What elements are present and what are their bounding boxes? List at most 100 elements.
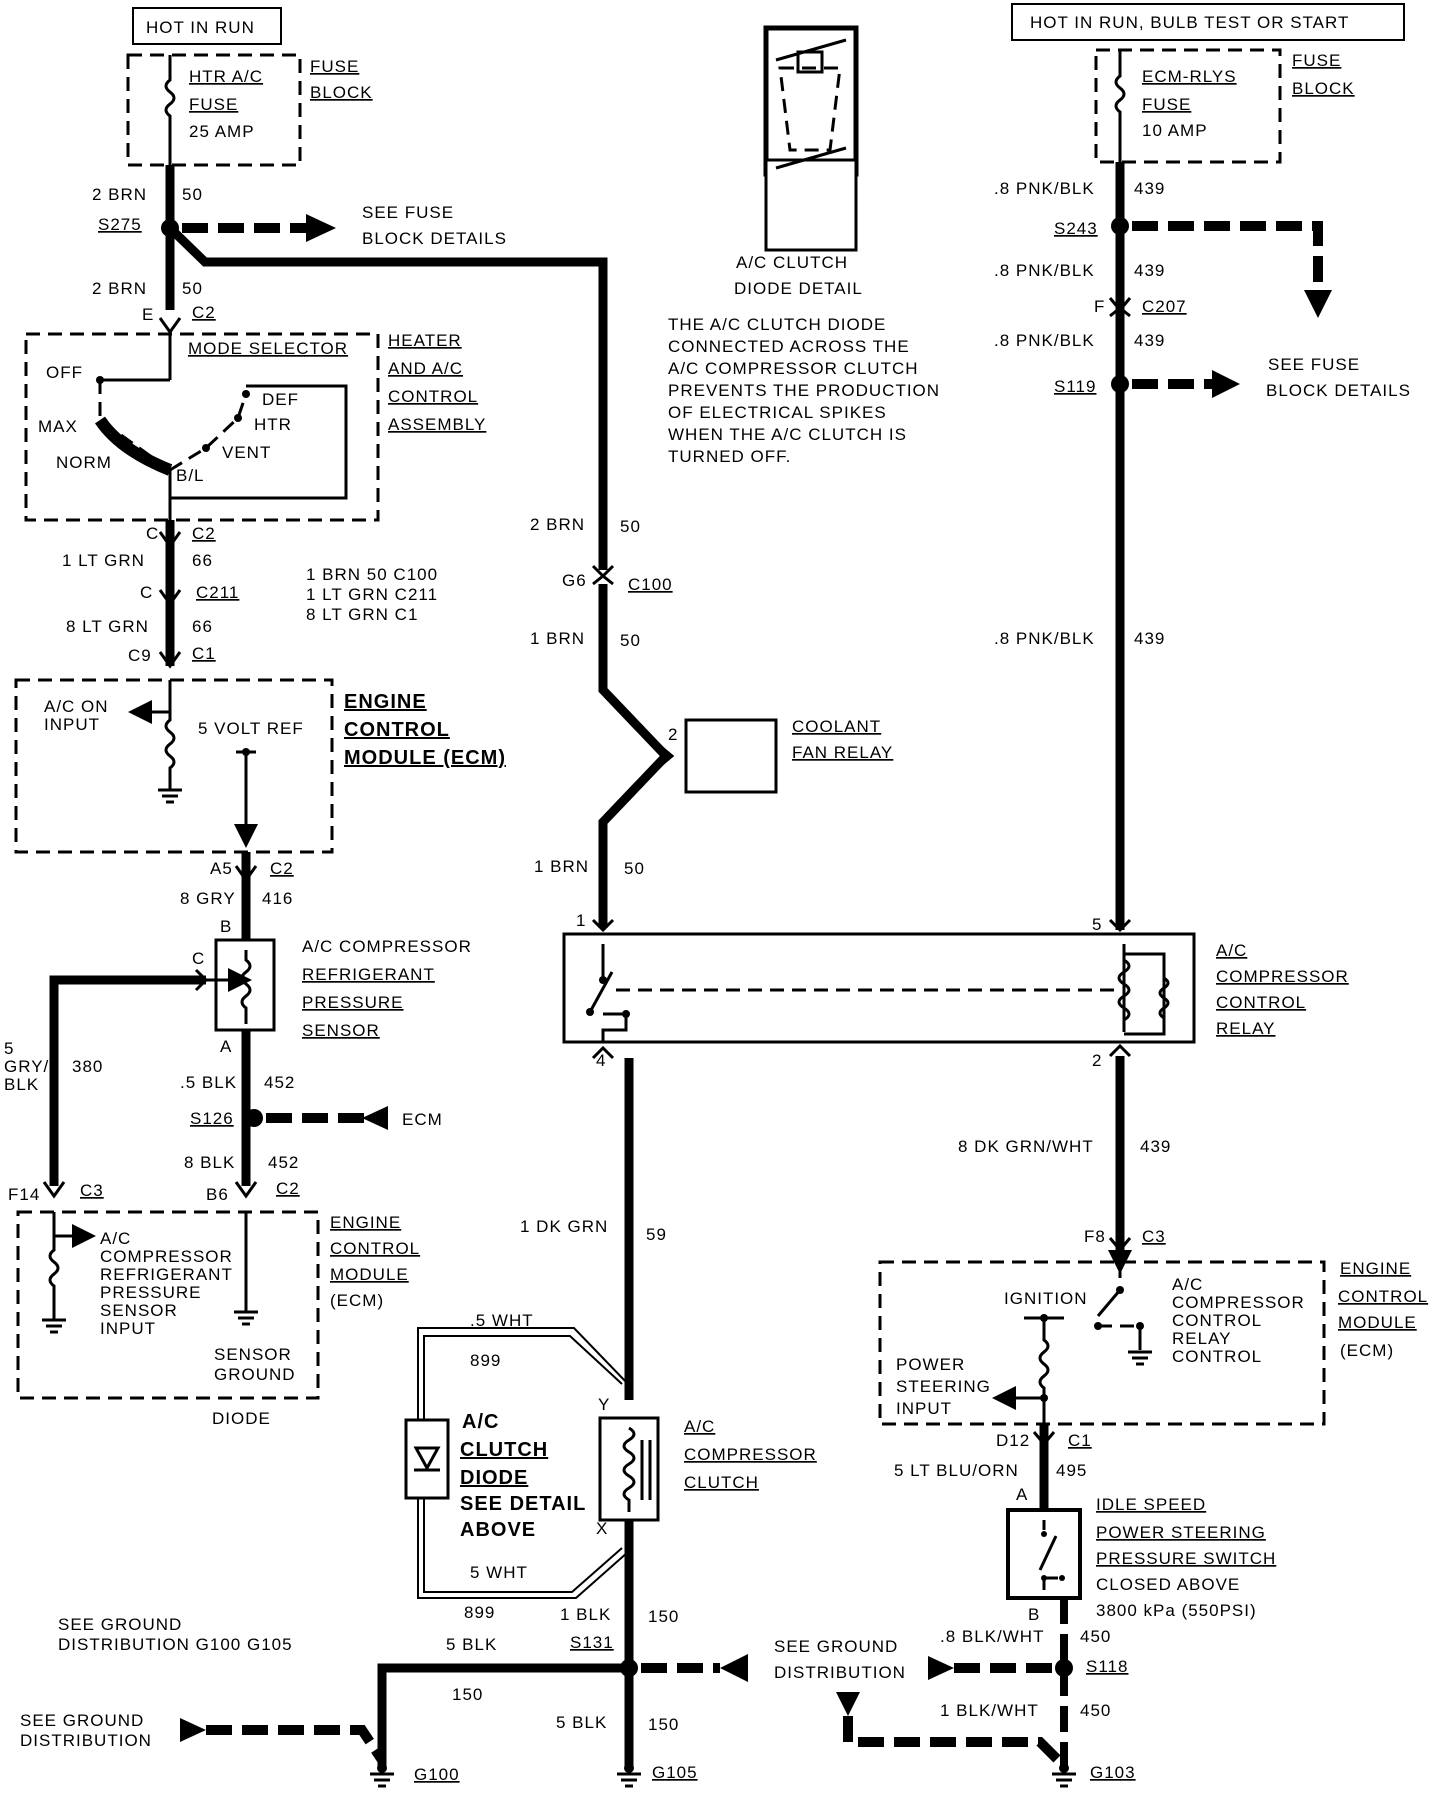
wire-num: 452 — [268, 1153, 299, 1172]
wire-label: 5 BLK — [446, 1635, 497, 1654]
conn-c100: C100 — [628, 575, 673, 594]
note-1: THE A/C CLUTCH DIODE — [668, 315, 886, 334]
wire-label: BLK — [4, 1075, 39, 1094]
wire-num: 50 — [620, 631, 641, 650]
wire-label: 1 BLK/WHT — [940, 1701, 1039, 1720]
ecm-title-2: CONTROL — [344, 719, 450, 741]
pos-def: DEF — [262, 390, 299, 409]
rc-4: RELAY — [1172, 1329, 1232, 1348]
wire-label: 8 DK GRN/WHT — [958, 1137, 1094, 1156]
five-volt-ref: 5 VOLT REF — [198, 719, 304, 738]
htr-fuse-line3: 25 AMP — [189, 122, 255, 141]
pin-4: 4 — [596, 1051, 606, 1070]
heater-label-4: ASSEMBLY — [388, 415, 486, 434]
wire-num: 59 — [646, 1225, 667, 1244]
conn-c3r: C3 — [1142, 1227, 1166, 1246]
wire-label: 8 GRY — [180, 889, 236, 908]
ground-icon — [1128, 1350, 1152, 1366]
connector-note-3: 8 LT GRN C1 — [306, 605, 418, 624]
arrow-icon — [362, 1106, 388, 1130]
conn-f: F — [1094, 297, 1105, 316]
rc-1: A/C — [1172, 1275, 1203, 1294]
fuse-block-r-1: FUSE — [1292, 51, 1341, 70]
fuse-icon — [164, 55, 176, 165]
ecm-title-3: MODULE (ECM) — [344, 747, 506, 769]
ground-icon — [1052, 1772, 1076, 1788]
ecm-fuse-3: 10 AMP — [1142, 121, 1208, 140]
ps-input-2: STEERING — [896, 1377, 991, 1396]
ecm-box-upper: A/C ON INPUT 5 VOLT REF ENGINE CONTROL M… — [14, 678, 506, 854]
sgd-left-2: DISTRIBUTION — [20, 1731, 152, 1750]
sensor-ground-1: SENSOR — [214, 1345, 292, 1364]
clutch-diode: A/C CLUTCH DIODE SEE DETAIL ABOVE — [404, 1411, 585, 1541]
conn-c2: C2 — [192, 303, 216, 322]
ac-on-input-1: A/C ON — [44, 697, 109, 716]
cc-2: COMPRESSOR — [684, 1445, 817, 1464]
ecm2-1: ENGINE — [330, 1213, 401, 1232]
splice-s118 — [1055, 1659, 1073, 1677]
splice-label: S118 — [1086, 1657, 1128, 1676]
conn-c207: C207 — [1142, 297, 1187, 316]
psi-4: PRESSURE — [100, 1283, 202, 1302]
wire-label: 5 BLK — [556, 1713, 607, 1732]
ecm3-1: ENGINE — [1340, 1259, 1411, 1278]
wire-label: 5 LT BLU/ORN — [894, 1461, 1019, 1480]
ground-g103: G103 — [1090, 1763, 1136, 1782]
wire-label: .8 PNK/BLK — [994, 629, 1095, 648]
ac-on-input-2: INPUT — [44, 715, 100, 734]
sgd-left-1: SEE GROUND — [20, 1711, 144, 1730]
sensor-label-3: PRESSURE — [302, 993, 404, 1012]
compressor-clutch: A/C COMPRESSOR CLUTCH — [598, 1416, 817, 1522]
wire-num: 439 — [1140, 1137, 1171, 1156]
sensor-label-4: SENSOR — [302, 1021, 380, 1040]
conn-f14: F14 — [8, 1185, 40, 1204]
psi-2: COMPRESSOR — [100, 1247, 233, 1266]
wire-num: 150 — [648, 1715, 679, 1734]
pin-5: 5 — [1092, 915, 1102, 934]
conn-d12: D12 — [996, 1431, 1030, 1450]
conn-c1: C1 — [192, 644, 216, 663]
wire-num: 150 — [648, 1607, 679, 1626]
see-fuse-r-2: BLOCK DETAILS — [1266, 381, 1411, 400]
fuse-block-r-2: BLOCK — [1292, 79, 1355, 98]
fuse-block-label-2: BLOCK — [310, 83, 373, 102]
conn-c9: C9 — [128, 646, 152, 665]
see-fuse-r-1: SEE FUSE — [1268, 355, 1360, 374]
pos-bl: B/L — [176, 466, 205, 485]
cd-5: ABOVE — [460, 1519, 536, 1541]
htr-fuse-line1: HTR A/C — [189, 67, 263, 86]
wire-num: 66 — [192, 551, 213, 570]
ecm-fuse-block: ECM-RLYS FUSE 10 AMP FUSE BLOCK — [1094, 48, 1355, 164]
pos-norm: NORM — [56, 453, 112, 472]
arrow-icon — [720, 1654, 748, 1682]
splice-label: S243 — [1054, 219, 1098, 238]
conn-c211: C211 — [196, 583, 239, 602]
splice-s126 — [245, 1109, 263, 1127]
conn-e: E — [142, 305, 154, 324]
conn-c2b: C2 — [192, 524, 216, 543]
pos-off: OFF — [46, 363, 83, 382]
splice-label: S119 — [1054, 377, 1096, 396]
note-7: TURNED OFF. — [668, 447, 791, 466]
pin-1: 1 — [576, 911, 586, 930]
wire-num: 452 — [264, 1073, 295, 1092]
arrow-icon — [1212, 370, 1240, 398]
connector-note-1: 1 BRN 50 C100 — [306, 565, 438, 584]
splice-s243 — [1111, 217, 1129, 235]
ecm2-2: CONTROL — [330, 1239, 420, 1258]
wire-num: 439 — [1134, 331, 1165, 350]
wire-label: 8 BLK — [184, 1153, 235, 1172]
wire-num: 50 — [624, 859, 645, 878]
sensor-label-2: REFRIGERANT — [302, 965, 435, 984]
splice-s119 — [1111, 375, 1129, 393]
wire-num: 380 — [72, 1057, 103, 1076]
ecm-title-1: ENGINE — [344, 691, 427, 713]
hot-in-run-bulb-label: HOT IN RUN, BULB TEST OR START — [1030, 13, 1349, 32]
see-fuse-1: SEE FUSE — [362, 203, 454, 222]
coolant-fan-relay: COOLANT FAN RELAY — [684, 717, 892, 794]
connector-icon — [158, 317, 182, 335]
diode-detail-2: DIODE DETAIL — [734, 279, 863, 298]
wire-label: 2 BRN — [530, 515, 585, 534]
diode-label: DIODE — [212, 1409, 271, 1428]
wire-label: 2 BRN — [92, 279, 147, 298]
